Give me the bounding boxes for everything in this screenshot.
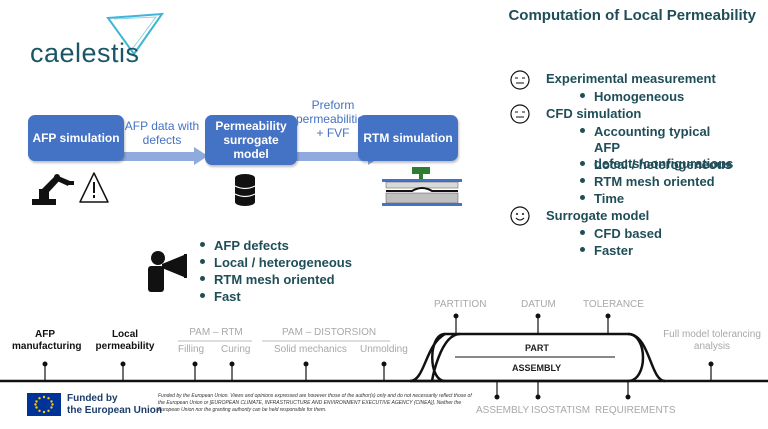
timeline-curing: Curing: [221, 344, 251, 355]
logo-text: caelestis: [30, 38, 140, 68]
highlight-item: Fast: [200, 289, 241, 304]
timeline-pam-distortion: PAM – DISTORSION: [282, 327, 377, 338]
afp-simulation-box: AFP simulation: [28, 115, 124, 161]
eu-funding-label: Funded by the European Union: [67, 393, 162, 416]
timeline-datum: DATUM: [521, 299, 556, 310]
method-title-cfd: CFD simulation: [546, 106, 642, 121]
timeline-isostatism: ISOSTATISM: [531, 405, 591, 416]
method-item: Faster: [580, 243, 633, 258]
timeline-tolerance: TOLERANCE: [583, 299, 644, 310]
method-title-experimental: Experimental measurement: [546, 71, 716, 86]
flow-arrow-1: [88, 147, 208, 165]
timeline-full-model: Full model tolerancing analysis: [663, 329, 761, 352]
neutral-face-icon-2: [510, 104, 530, 124]
timeline-pam-rtm: PAM – RTM: [189, 327, 243, 338]
method-item: Accounting typical AFP defects/configura…: [580, 124, 734, 172]
method-item: CFD based: [580, 226, 662, 241]
timeline-requirements: REQUIREMENTS: [595, 405, 676, 416]
timeline-part: PART: [525, 343, 549, 353]
rtm-simulation-box: RTM simulation: [358, 115, 458, 161]
slide-title: Computation of Local Permeability: [508, 7, 756, 24]
neutral-face-icon-1: [510, 70, 530, 90]
method-item: RTM mesh oriented: [580, 174, 715, 189]
method-title-surrogate: Surrogate model: [546, 208, 650, 223]
rtm-mould-icon: [382, 167, 462, 206]
timeline-afp-manufacturing: AFP manufacturing: [12, 329, 82, 352]
caelestis-logo: caelestis: [22, 10, 172, 70]
timeline-local-permeability: Local permeability: [95, 329, 155, 352]
permeability-surrogate-model-box: Permeability surrogate model: [205, 115, 297, 165]
highlight-item: Local / heterogeneous: [200, 255, 352, 270]
timeline-solid-mechanics: Solid mechanics: [274, 344, 347, 355]
highlight-item: RTM mesh oriented: [200, 272, 335, 287]
timeline-partition: PARTITION: [434, 299, 487, 310]
method-item: Local / heterogeneous: [580, 157, 732, 172]
eu-disclaimer: Funded by the European Union. Views and …: [158, 393, 472, 413]
timeline-unmolding: Unmolding: [360, 344, 408, 355]
afp-data-arrow-label: AFP data with defects: [124, 119, 200, 147]
warning-icon: [79, 172, 109, 203]
eu-flag-icon: [27, 393, 61, 416]
robot-arm-icon: [32, 174, 74, 205]
preform-arrow-label: Preform permeabilities + FVF: [295, 98, 371, 140]
method-item: Homogeneous: [580, 89, 684, 104]
method-item: Time: [580, 191, 624, 206]
logo-swoosh-icon: [106, 12, 165, 56]
megaphone-person-icon: [148, 251, 187, 292]
timeline-assembly-inner: ASSEMBLY: [512, 363, 562, 373]
timeline-assembly: ASSEMBLY: [476, 405, 530, 416]
smiling-face-icon: [510, 206, 530, 226]
highlight-item: AFP defects: [200, 238, 289, 253]
database-icon: [234, 174, 256, 206]
timeline-filling: Filling: [178, 344, 205, 355]
